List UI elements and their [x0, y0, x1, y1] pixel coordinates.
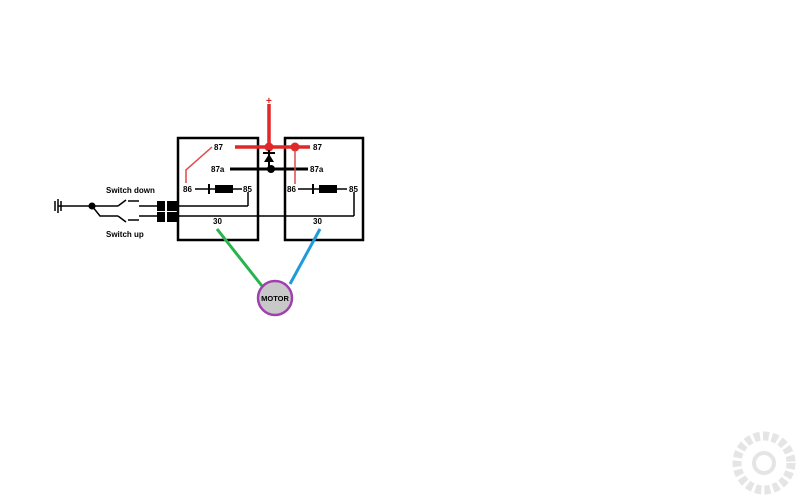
relay-left-pin-30: 30	[213, 217, 222, 226]
motor-left-wire	[215, 228, 264, 287]
motor-right-wire	[288, 228, 322, 285]
motor-label: MOTOR	[261, 294, 289, 303]
switch-down-wire	[58, 192, 249, 207]
positive-wire	[235, 104, 310, 152]
switch-junction-dot	[88, 202, 96, 210]
switch-connector-icon	[157, 201, 177, 222]
switch-down-label: Switch down	[106, 186, 155, 195]
relay-left-coil-feed-wire	[185, 146, 213, 183]
positive-symbol: +	[266, 96, 272, 107]
relay-right-pin-30: 30	[313, 217, 322, 226]
relay-left-pin-87a: 87a	[211, 165, 225, 174]
motor-icon	[256, 279, 294, 317]
relay-left-pin-87: 87	[214, 143, 223, 152]
switch-up-wire	[91, 192, 355, 223]
relay-left-pin-85: 85	[243, 185, 252, 194]
relay-right-pin-87: 87	[313, 143, 322, 152]
relay-right-pin-85: 85	[349, 185, 358, 194]
relay-right-box	[283, 136, 365, 242]
ground-icon	[54, 199, 62, 213]
relay-left-coil-icon	[195, 184, 242, 194]
diode-icon	[263, 152, 275, 162]
relay-left-box	[176, 136, 260, 242]
relay-right-pin-87a: 87a	[310, 165, 324, 174]
relay-right-coil-icon	[298, 184, 347, 194]
relay-right-pin-86: 86	[287, 185, 296, 194]
switch-up-label: Switch up	[106, 230, 144, 239]
the12volt-watermark-icon	[732, 431, 796, 495]
relay-left-pin-86: 86	[183, 185, 192, 194]
